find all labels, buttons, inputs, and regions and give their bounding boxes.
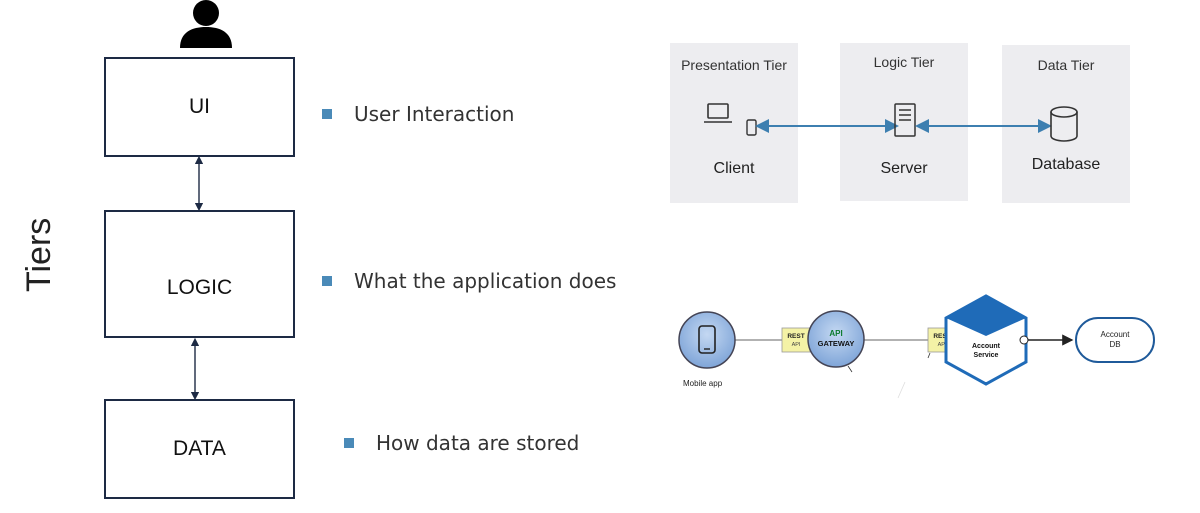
logic-tier-box: LOGIC [104,210,295,338]
bullet-text: What the application does [354,269,617,293]
data-tier-label: DATA [173,437,226,460]
bullet-marker [322,276,332,286]
mobile-app-label: Mobile app [683,379,723,388]
phone-icon [746,119,757,136]
account-db-node: Account DB [1075,317,1155,363]
bullet-user-interaction: User Interaction [322,102,514,126]
panel-name: Client [713,160,755,177]
svg-text:Account: Account [972,343,1001,350]
panel-title: Presentation Tier [681,57,787,73]
panel-title: Logic Tier [873,54,935,70]
microservice-diagram: Mobile app REST API API GATEWAY REST API… [678,294,1155,399]
account-service-node: Account Service [944,294,1029,386]
mobile-icon [678,311,736,369]
tiers-label: Tiers [20,217,58,292]
panel-name: Server [880,160,928,177]
svg-text:REST: REST [787,333,804,340]
svg-text:GATEWAY: GATEWAY [818,339,855,348]
presentation-tier-panel: Presentation Tier Client [670,43,798,203]
rest-api-badge-gateway: REST API [781,327,811,353]
server-icon [894,103,916,137]
bullet-data-stored: How data are stored [344,431,579,455]
laptop-icon [704,103,732,123]
svg-text:REST: REST [933,333,950,340]
three-tier-graphics [704,103,1078,142]
svg-text:DB: DB [1109,340,1120,349]
database-icon [1050,106,1078,142]
ui-tier-box: UI [104,57,295,157]
api-gateway-node: API GATEWAY [807,310,865,373]
svg-text:API: API [792,342,801,348]
user-icon [180,0,232,48]
data-tier-box: DATA [104,399,295,499]
bullet-text: User Interaction [354,102,515,126]
panel-name: Database [1031,156,1101,173]
svg-text:Service: Service [974,352,999,359]
svg-text:API: API [938,342,947,348]
svg-text:API: API [829,329,842,338]
panel-title: Data Tier [1037,57,1095,73]
bullet-application: What the application does [322,269,616,293]
ui-tier-label: UI [189,95,210,118]
svg-text:Account: Account [1101,330,1131,339]
bullet-text: How data are stored [376,431,580,455]
tier-connectors [190,155,204,401]
logic-tier-label: LOGIC [166,276,233,299]
bullet-marker [322,109,332,119]
bullet-marker [344,438,354,448]
